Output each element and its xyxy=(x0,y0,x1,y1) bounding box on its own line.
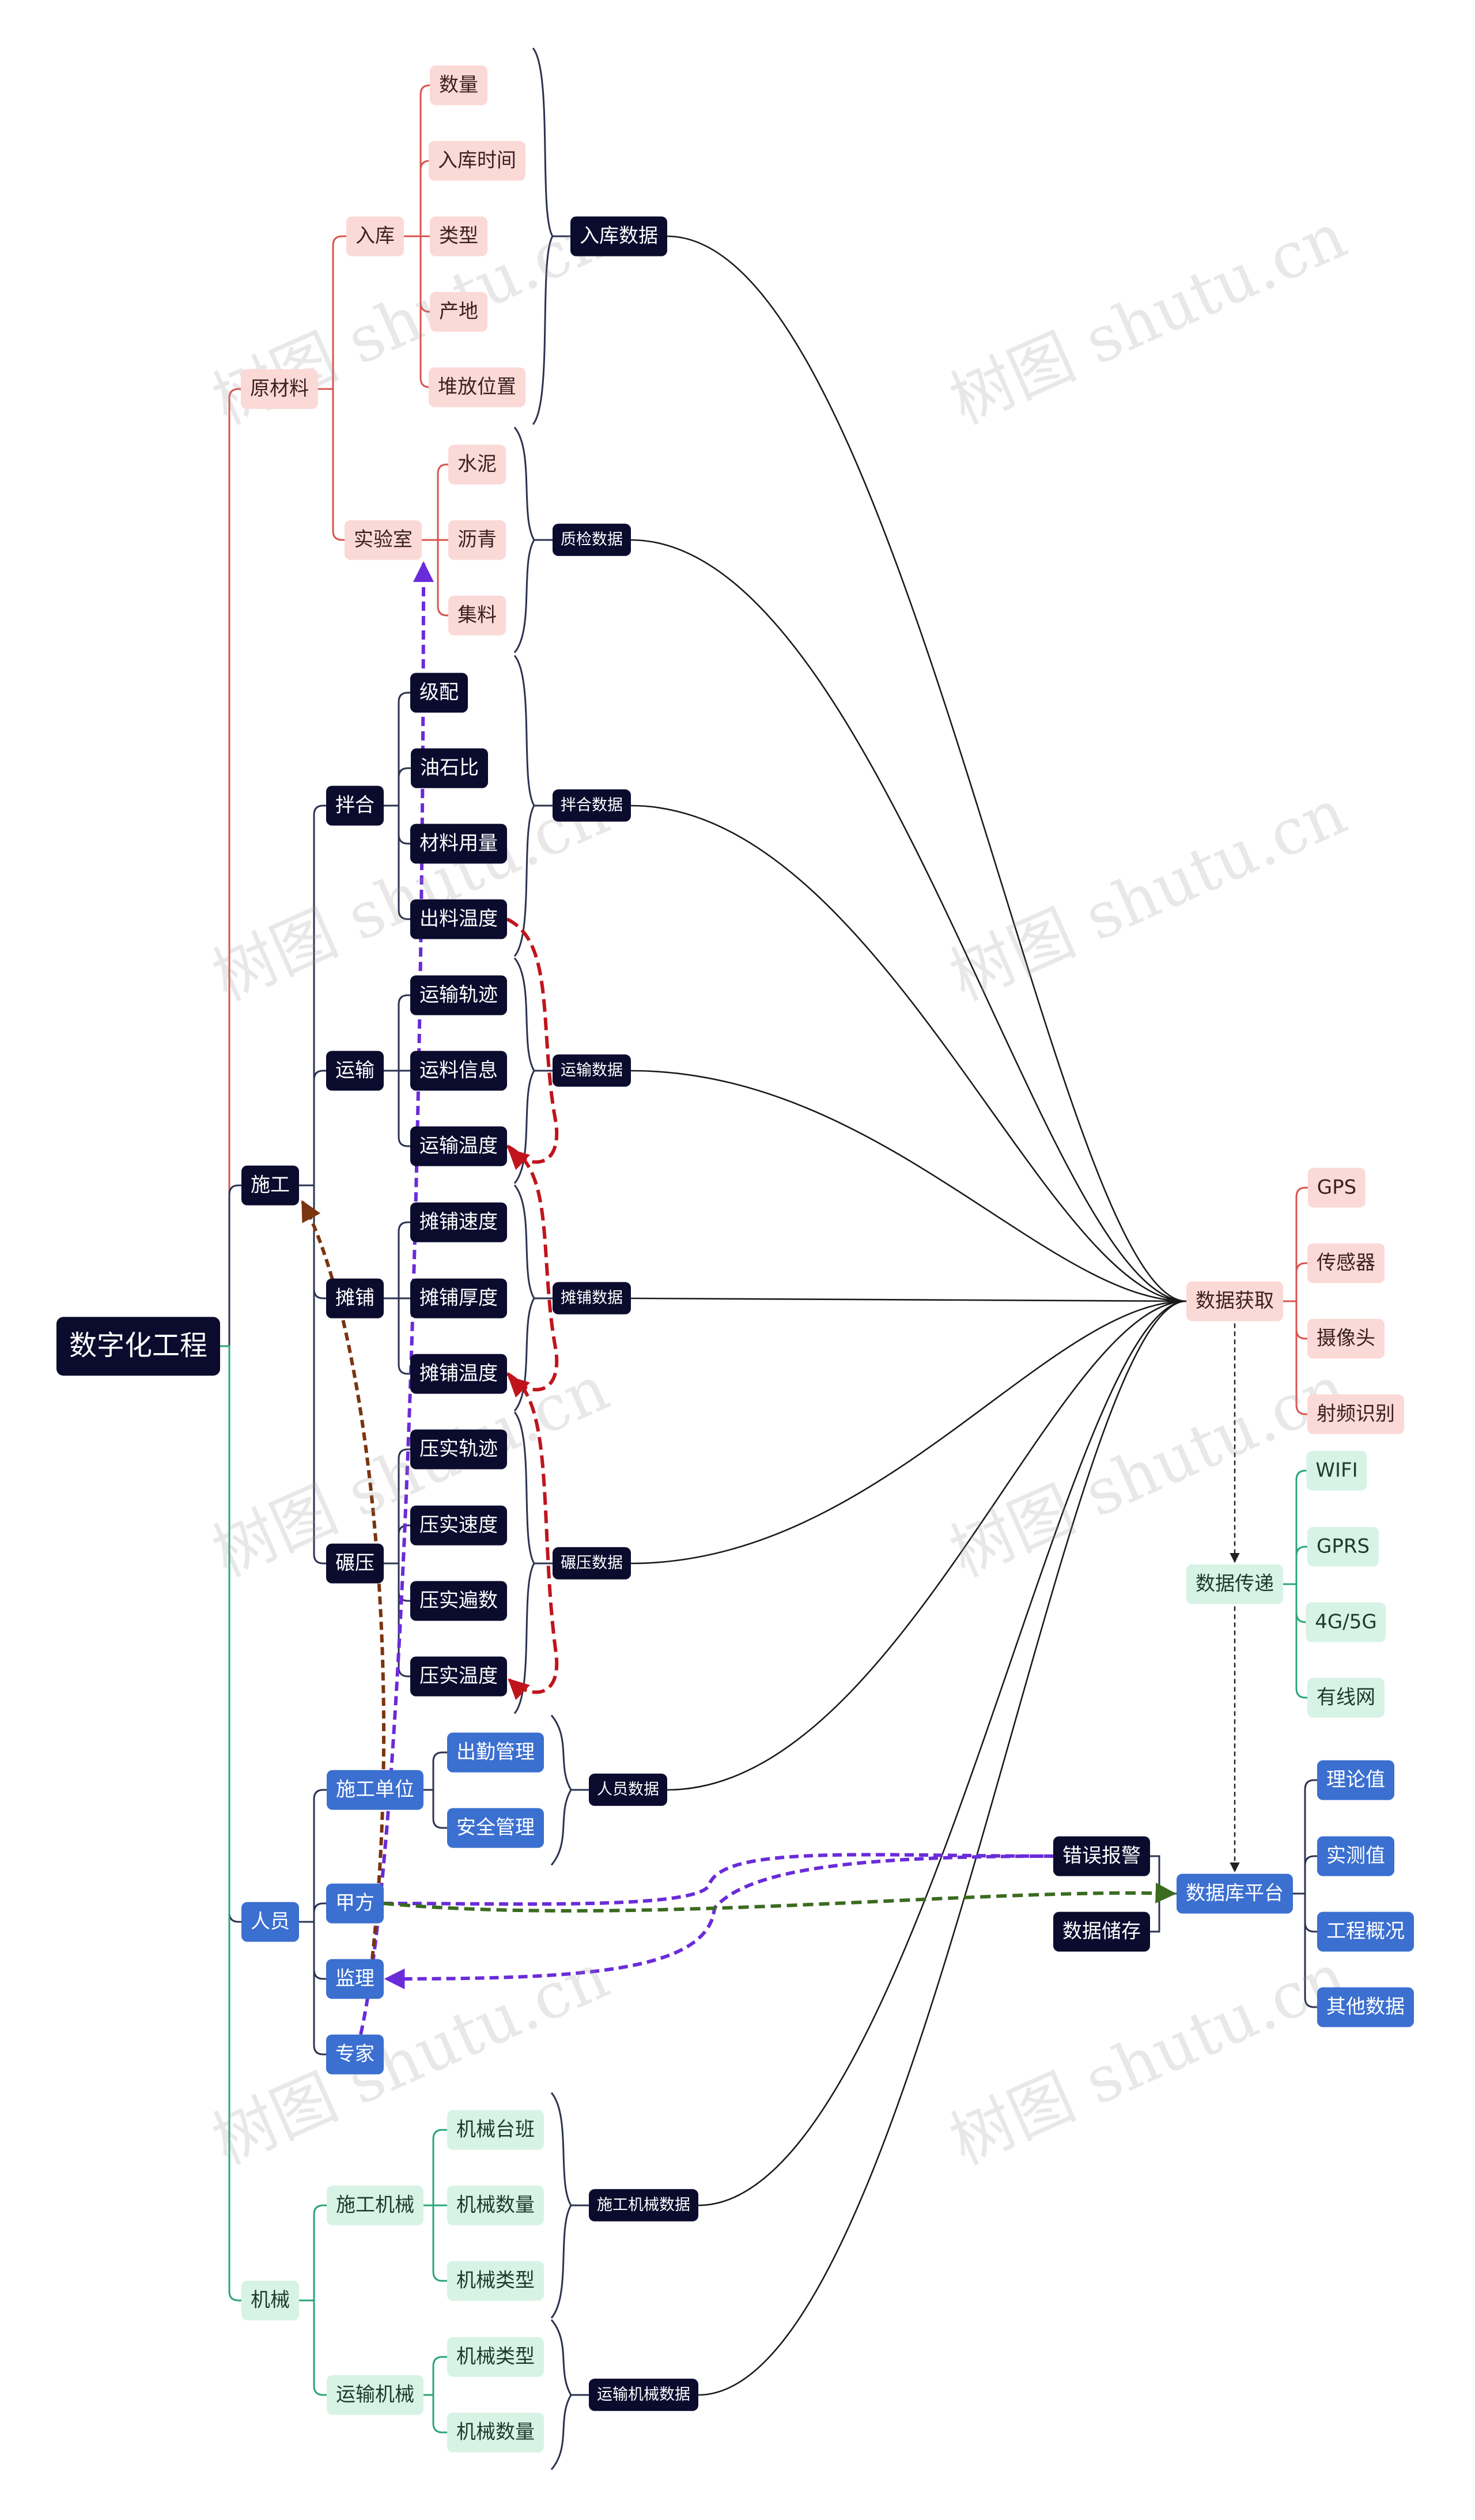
item-camera[interactable]: 摄像头 xyxy=(1307,1318,1385,1359)
item-transport-machine-count[interactable]: 机械数量 xyxy=(447,2412,544,2453)
item-safety-management[interactable]: 安全管理 xyxy=(447,1808,544,1848)
topic-error-alarm[interactable]: 错误报警 xyxy=(1053,1836,1150,1876)
item-paving-temperature[interactable]: 摊铺温度 xyxy=(410,1354,507,1394)
data-paving[interactable]: 摊铺数据 xyxy=(553,1282,631,1315)
item-paving-thickness[interactable]: 摊铺厚度 xyxy=(410,1278,507,1318)
topic-contractor[interactable]: 施工单位 xyxy=(327,1770,423,1810)
item-measured-value[interactable]: 实测值 xyxy=(1317,1836,1394,1876)
item-sensor[interactable]: 传感器 xyxy=(1307,1243,1385,1283)
item-discharge-temperature[interactable]: 出料温度 xyxy=(410,899,507,939)
item-attendance-management[interactable]: 出勤管理 xyxy=(447,1732,544,1773)
topic-laboratory[interactable]: 实验室 xyxy=(345,520,422,560)
item-transport-track[interactable]: 运输轨迹 xyxy=(410,975,507,1015)
data-transport[interactable]: 运输数据 xyxy=(553,1054,631,1087)
topic-data-storage[interactable]: 数据储存 xyxy=(1053,1911,1150,1952)
data-quality-inspection[interactable]: 质检数据 xyxy=(553,523,631,557)
item-compaction-temperature[interactable]: 压实温度 xyxy=(410,1656,507,1697)
item-transport-machine-type[interactable]: 机械类型 xyxy=(447,2337,544,2377)
topic-construction-machinery[interactable]: 施工机械 xyxy=(327,2185,423,2226)
item-machine-shifts[interactable]: 机械台班 xyxy=(447,2110,544,2150)
item-asphalt-ratio[interactable]: 油石比 xyxy=(411,748,488,788)
topic-supervisor[interactable]: 监理 xyxy=(326,1959,384,1999)
data-warehouse[interactable]: 入库数据 xyxy=(570,216,667,256)
item-asphalt[interactable]: 沥青 xyxy=(448,520,506,560)
data-mixing[interactable]: 拌合数据 xyxy=(553,789,631,822)
topic-data-transmission[interactable]: 数据传递 xyxy=(1186,1564,1283,1604)
item-wifi[interactable]: WIFI xyxy=(1306,1450,1367,1491)
topic-mixing[interactable]: 拌合 xyxy=(326,785,384,826)
item-theoretical-value[interactable]: 理论值 xyxy=(1317,1760,1394,1800)
topic-machinery[interactable]: 机械 xyxy=(241,2280,299,2321)
item-rfid[interactable]: 射频识别 xyxy=(1307,1394,1404,1434)
item-material-usage[interactable]: 材料用量 xyxy=(410,823,507,864)
item-compaction-track[interactable]: 压实轨迹 xyxy=(410,1429,507,1469)
item-compaction-passes[interactable]: 压实遍数 xyxy=(410,1581,507,1621)
item-4g-5g[interactable]: 4G/5G xyxy=(1306,1602,1386,1642)
topic-construction[interactable]: 施工 xyxy=(241,1165,299,1206)
topic-transport-machinery[interactable]: 运输机械 xyxy=(327,2375,423,2415)
item-compaction-speed[interactable]: 压实速度 xyxy=(410,1505,507,1546)
root-topic[interactable]: 数字化工程 xyxy=(56,1317,221,1376)
topic-raw-material[interactable]: 原材料 xyxy=(241,369,318,409)
data-construction-machinery[interactable]: 施工机械数据 xyxy=(589,2189,698,2222)
item-gps[interactable]: GPS xyxy=(1307,1168,1366,1208)
item-gprs[interactable]: GPRS xyxy=(1307,1527,1379,1567)
item-machine-count[interactable]: 机械数量 xyxy=(447,2185,544,2226)
topic-database-platform[interactable]: 数据库平台 xyxy=(1177,1873,1293,1914)
item-paving-speed[interactable]: 摊铺速度 xyxy=(410,1202,507,1242)
item-wired-network[interactable]: 有线网 xyxy=(1307,1678,1385,1718)
item-machine-type[interactable]: 机械类型 xyxy=(447,2261,544,2301)
topic-personnel[interactable]: 人员 xyxy=(241,1902,299,1942)
topic-expert[interactable]: 专家 xyxy=(326,2034,384,2075)
item-transport-temperature[interactable]: 运输温度 xyxy=(410,1126,507,1166)
item-cement[interactable]: 水泥 xyxy=(448,444,506,485)
item-quantity[interactable]: 数量 xyxy=(430,65,487,105)
item-other-data[interactable]: 其他数据 xyxy=(1317,1987,1414,2027)
topic-rolling[interactable]: 碾压 xyxy=(326,1543,384,1584)
data-rolling[interactable]: 碾压数据 xyxy=(553,1547,631,1580)
item-type[interactable]: 类型 xyxy=(430,216,487,256)
item-stack-location[interactable]: 堆放位置 xyxy=(429,367,525,407)
topic-warehouse[interactable]: 入库 xyxy=(346,216,404,256)
topic-data-acquisition[interactable]: 数据获取 xyxy=(1186,1281,1283,1321)
item-aggregate[interactable]: 集料 xyxy=(448,595,506,636)
item-gradation[interactable]: 级配 xyxy=(410,672,468,713)
data-transport-machinery[interactable]: 运输机械数据 xyxy=(589,2378,698,2412)
item-origin[interactable]: 产地 xyxy=(430,292,487,332)
item-material-info[interactable]: 运料信息 xyxy=(410,1051,507,1091)
topic-transport[interactable]: 运输 xyxy=(326,1051,384,1091)
item-project-overview[interactable]: 工程概况 xyxy=(1317,1911,1414,1952)
data-personnel[interactable]: 人员数据 xyxy=(589,1773,667,1807)
item-storage-time[interactable]: 入库时间 xyxy=(429,141,525,181)
topic-paving[interactable]: 摊铺 xyxy=(326,1278,384,1318)
topic-owner[interactable]: 甲方 xyxy=(326,1883,384,1924)
